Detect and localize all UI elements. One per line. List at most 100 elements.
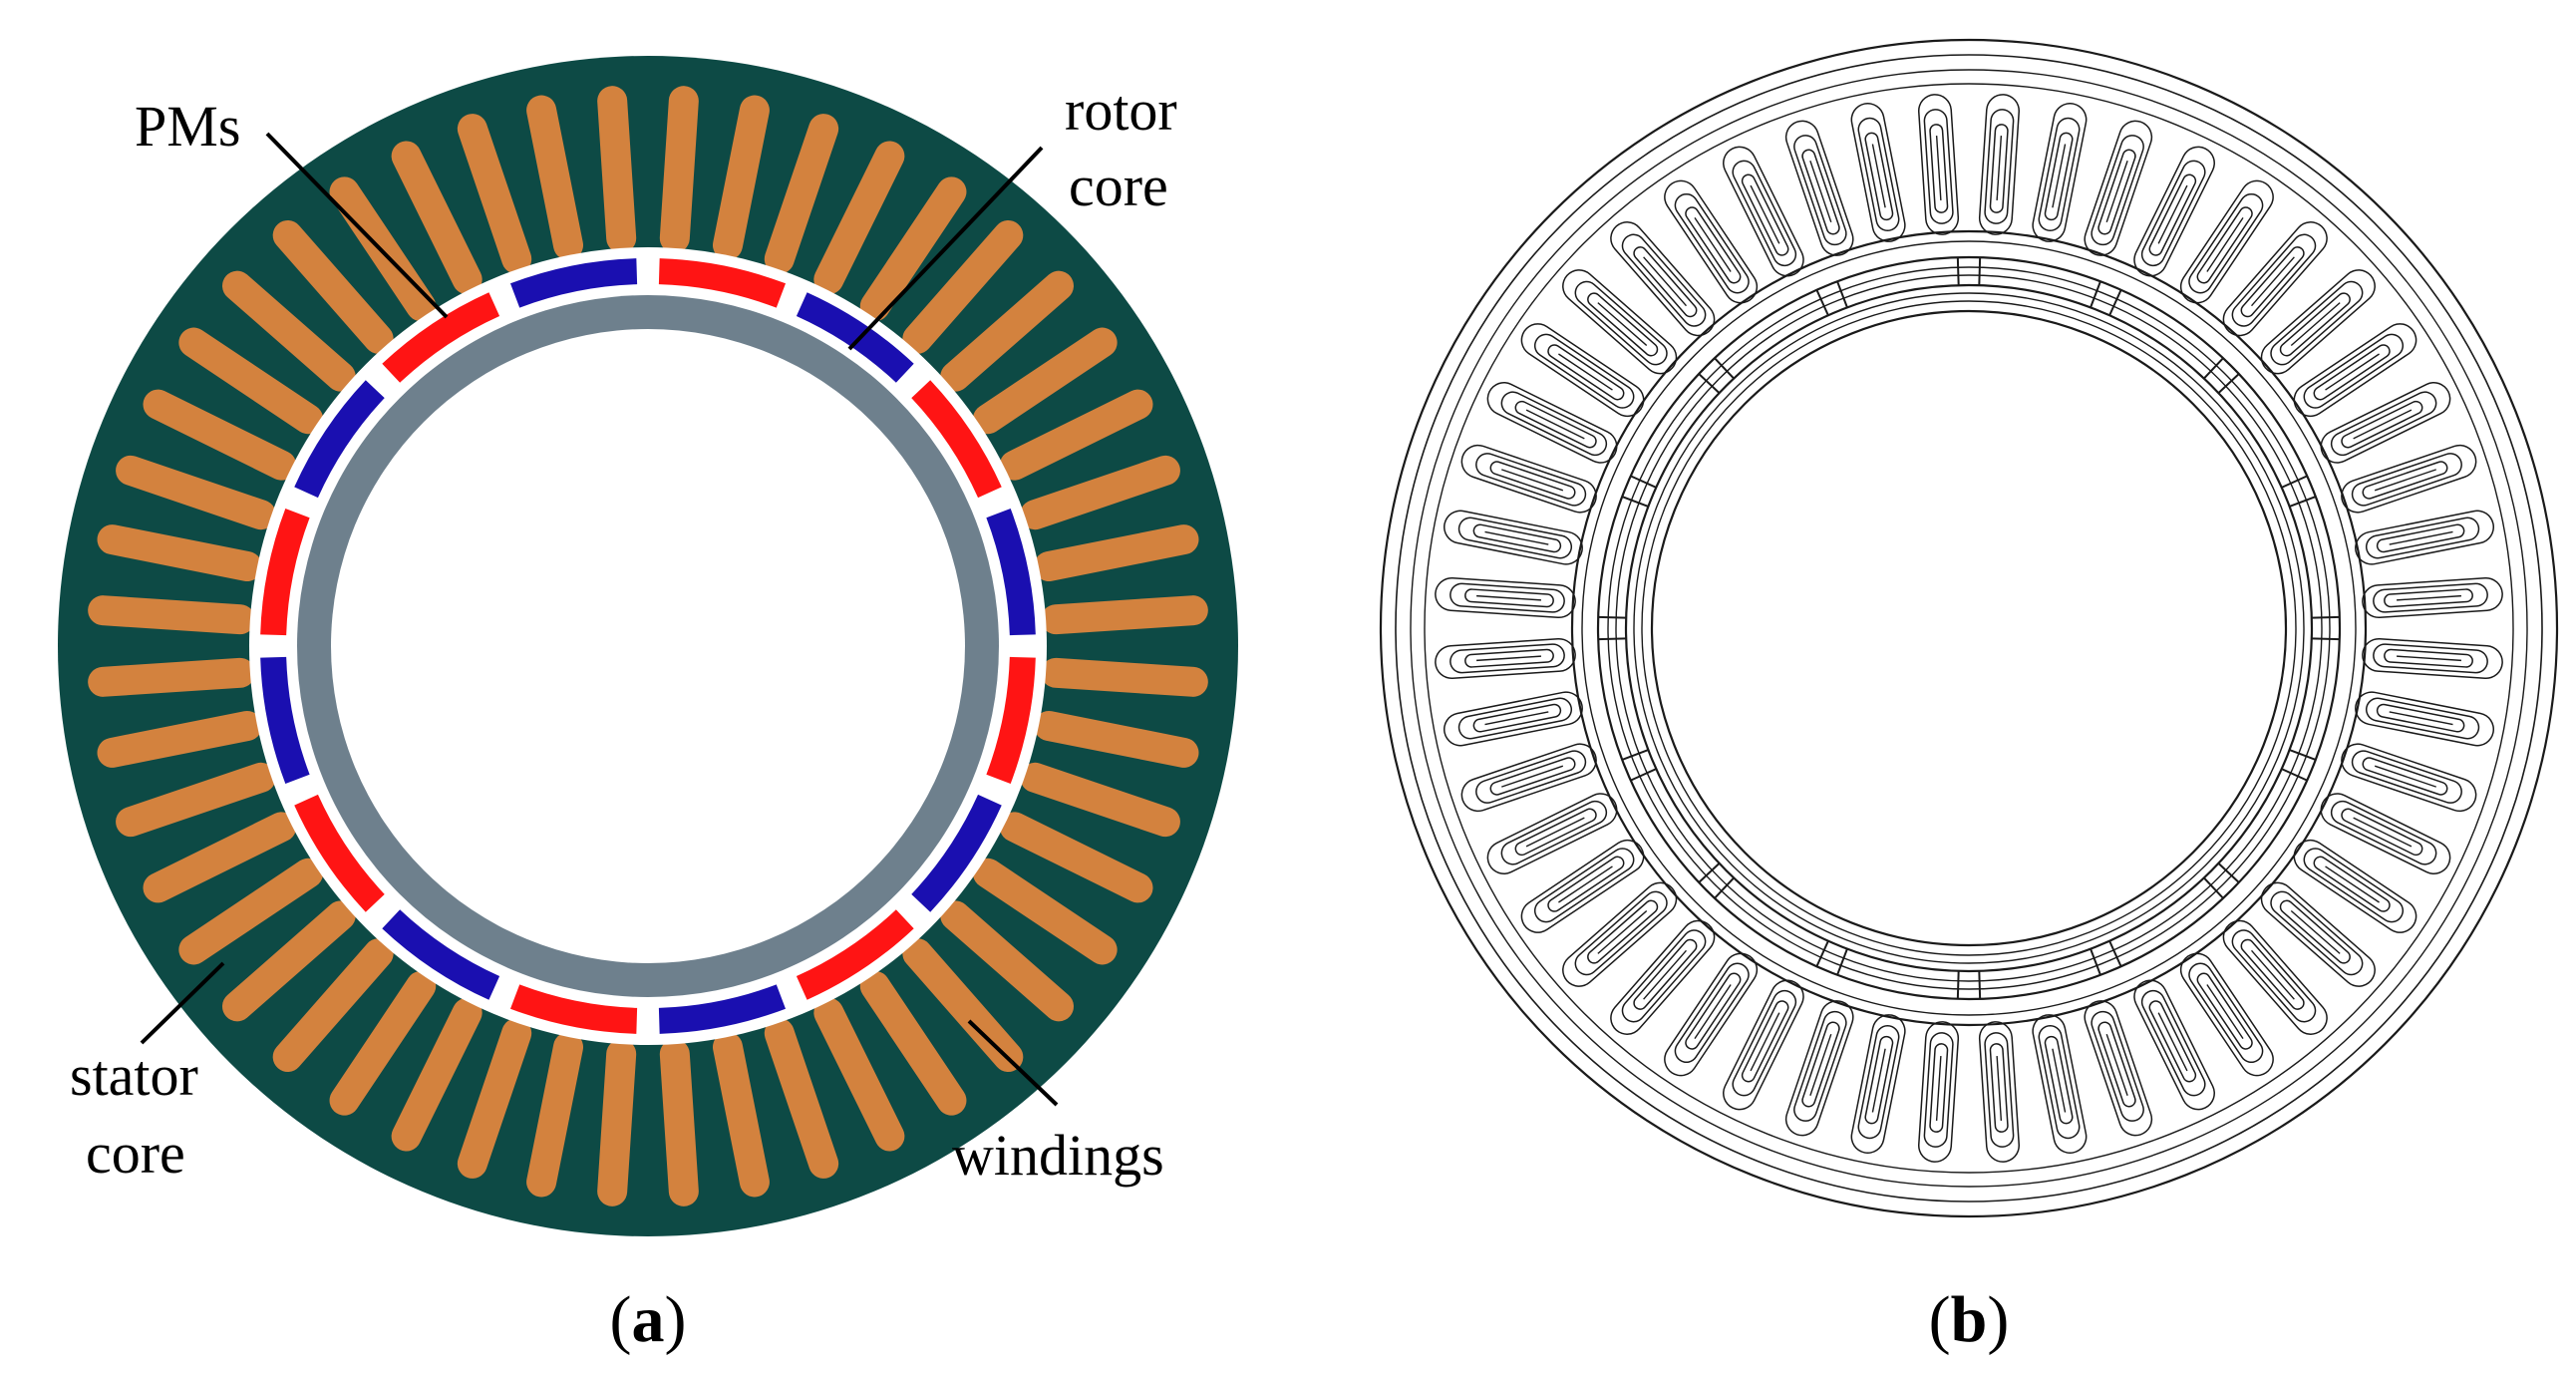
flux-contour bbox=[1641, 300, 2297, 956]
coil-divider bbox=[2389, 711, 2453, 726]
coil-divider bbox=[1597, 909, 1648, 954]
winding-slot bbox=[999, 389, 1153, 481]
winding-slot bbox=[1034, 710, 1199, 768]
magnet-edge bbox=[1714, 876, 1735, 899]
flux-contour bbox=[1424, 83, 2514, 1174]
winding-slot bbox=[972, 327, 1118, 435]
winding-slot bbox=[712, 95, 770, 260]
coil-divider bbox=[1476, 655, 1541, 662]
coil-divider bbox=[1935, 1056, 1942, 1121]
coil-divider bbox=[2397, 655, 2461, 662]
winding-slot bbox=[221, 900, 356, 1022]
coil-divider bbox=[1996, 136, 2003, 200]
magnet-edge bbox=[2203, 357, 2224, 380]
permanent-magnet bbox=[382, 292, 500, 383]
winding-slot bbox=[1034, 524, 1199, 582]
caption-a: (a) bbox=[610, 1283, 687, 1356]
winding-slot bbox=[391, 997, 483, 1152]
permanent-magnets bbox=[260, 258, 1036, 1034]
magnet-edge bbox=[1978, 257, 1982, 286]
magnet-edge bbox=[2281, 768, 2308, 782]
flux-contour bbox=[1581, 240, 2357, 1016]
slot-outlines bbox=[1435, 94, 2503, 1163]
coil-divider bbox=[1525, 817, 1585, 848]
stator-bore-boundary bbox=[1570, 229, 2368, 1027]
magnet-edge bbox=[2289, 749, 2317, 761]
winding-slot bbox=[813, 997, 905, 1152]
pms-label: PMs bbox=[135, 94, 240, 159]
magnet-edge bbox=[1630, 768, 1657, 782]
flux-contour bbox=[1410, 69, 2528, 1188]
coil-divider bbox=[2105, 1033, 2128, 1096]
pms-leader-line bbox=[265, 132, 449, 319]
magnet-edge bbox=[1598, 615, 1627, 619]
coil-divider bbox=[1484, 711, 1549, 726]
coil-divider bbox=[1750, 1012, 1780, 1072]
coil-divider bbox=[2052, 144, 2067, 208]
stator-core-label-line2: core bbox=[86, 1121, 185, 1186]
winding-slot bbox=[999, 812, 1153, 903]
magnet-edge bbox=[2311, 615, 2340, 619]
stator-outer-boundary bbox=[1379, 38, 2559, 1218]
magnet-edge bbox=[2311, 637, 2340, 641]
coil-divider bbox=[1643, 949, 1688, 1000]
permanent-magnet bbox=[986, 508, 1036, 636]
flux-contour bbox=[1615, 274, 2323, 982]
magnet-edge bbox=[1836, 280, 1848, 308]
caption-a-letter: a bbox=[632, 1283, 665, 1356]
permanent-magnet bbox=[260, 508, 310, 636]
coil-divider bbox=[2157, 184, 2188, 244]
permanent-magnet bbox=[509, 984, 638, 1034]
coil-divider bbox=[2397, 594, 2461, 601]
coil-divider bbox=[1809, 161, 1832, 223]
coil-divider bbox=[1935, 136, 1942, 200]
stator-core-label-line1: stator bbox=[70, 1043, 198, 1108]
winding-slot bbox=[1041, 595, 1208, 635]
coil-divider bbox=[1809, 1033, 1832, 1096]
winding-slots bbox=[88, 86, 1208, 1206]
coil-divider bbox=[1996, 1056, 2003, 1121]
magnet-edge bbox=[2108, 940, 2122, 967]
magnet-edge bbox=[1621, 496, 1649, 508]
coil-divider bbox=[2353, 817, 2413, 848]
magnet-edges bbox=[1598, 257, 2340, 999]
permanent-magnet bbox=[911, 380, 1002, 499]
permanent-magnet bbox=[796, 909, 914, 1000]
winding-slot bbox=[972, 858, 1118, 965]
coil-divider bbox=[2325, 353, 2380, 391]
winding-slot bbox=[940, 270, 1075, 392]
winding-slot bbox=[88, 657, 255, 697]
winding-slot bbox=[659, 1039, 699, 1206]
magnet-edge bbox=[1598, 637, 1627, 641]
winding-slot bbox=[457, 114, 532, 274]
winding-slot bbox=[526, 1032, 584, 1198]
coil-divider bbox=[2374, 765, 2436, 788]
coil-divider bbox=[2105, 161, 2128, 223]
coil-divider bbox=[2374, 469, 2436, 492]
magnet-outer-boundary bbox=[1596, 255, 2342, 1001]
winding-slot bbox=[859, 176, 967, 322]
caption-b-letter: b bbox=[1951, 1283, 1988, 1356]
magnet-edge bbox=[2217, 862, 2240, 883]
winding-slot bbox=[712, 1032, 770, 1198]
winding-slot bbox=[178, 858, 324, 965]
winding-slot bbox=[329, 970, 437, 1116]
coil-divider bbox=[2389, 530, 2453, 545]
magnet-inner-boundary bbox=[1624, 283, 2314, 973]
winding-slot bbox=[659, 86, 699, 253]
winding-slot bbox=[597, 1039, 637, 1206]
coil-divider bbox=[1501, 469, 1564, 492]
magnet-edge bbox=[2090, 280, 2101, 308]
coil-divider bbox=[1484, 530, 1549, 545]
winding-slot bbox=[940, 900, 1075, 1022]
magnet-edge bbox=[1698, 862, 1721, 883]
windings-leader-line bbox=[967, 1019, 1059, 1107]
winding-slot bbox=[902, 219, 1024, 354]
coil-divider bbox=[2157, 1012, 2188, 1072]
coil-divider bbox=[1501, 765, 1564, 788]
coil-divider bbox=[2290, 909, 2341, 954]
magnet-edge bbox=[2281, 475, 2308, 489]
winding-slot bbox=[88, 595, 255, 635]
winding-slot bbox=[97, 710, 262, 768]
